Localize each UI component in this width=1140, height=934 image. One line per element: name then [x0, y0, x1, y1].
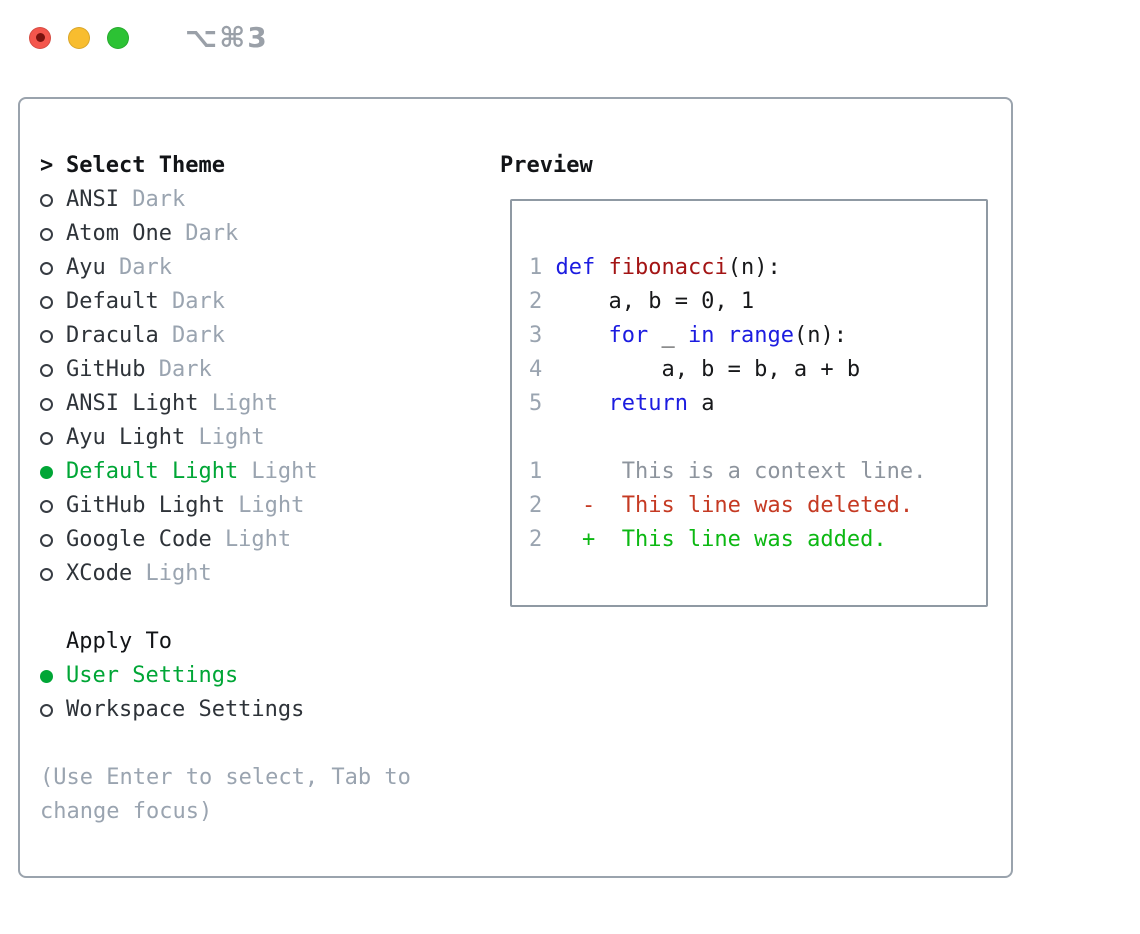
code-text: return a	[608, 391, 715, 416]
apply-option[interactable]: Workspace Settings	[40, 693, 500, 727]
theme-list-item[interactable]: Atom One Dark	[40, 217, 500, 251]
theme-list-item[interactable]: ANSI Dark	[40, 183, 500, 217]
theme-item-name: Default Light	[66, 459, 239, 484]
code-text: a, b = b, a + b	[555, 357, 861, 382]
apply-option[interactable]: User Settings	[40, 659, 500, 693]
theme-item-variant: Dark	[171, 323, 225, 348]
code-line: 5 return a	[529, 387, 970, 421]
theme-section-header: > Select Theme	[40, 149, 500, 183]
code-line: 1 This is a context line.	[529, 455, 970, 489]
theme-item-name: Atom One	[66, 221, 172, 246]
theme-item-name: Ayu	[66, 255, 106, 280]
line-number: 1	[529, 459, 543, 484]
theme-list-item[interactable]: Ayu Dark	[40, 251, 500, 285]
theme-item-name: Dracula	[66, 323, 159, 348]
line-number: 3	[529, 323, 543, 348]
line-number: 2	[529, 493, 543, 518]
help-text: (Use Enter to select, Tab to change focu…	[40, 765, 411, 824]
theme-item-name: GitHub	[66, 357, 146, 382]
theme-item-variant: Light	[198, 425, 265, 450]
theme-item-variant: Dark	[185, 221, 239, 246]
theme-list-item[interactable]: Google Code Light	[40, 523, 500, 557]
theme-list: ANSI Dark Atom One Dark Ayu Dark Default…	[40, 183, 500, 591]
radio-circle-icon	[40, 669, 53, 683]
radio-circle-icon	[40, 295, 53, 309]
code-line: 2 - This line was deleted.	[529, 489, 970, 523]
code-text: a, b = 0, 1	[555, 289, 755, 314]
theme-list-item[interactable]: XCode Light	[40, 557, 500, 591]
minimize-button[interactable]	[68, 26, 90, 49]
apply-options-list: User Settings Workspace Settings	[40, 659, 500, 727]
window-shortcut-label: ⌥⌘3	[185, 21, 269, 54]
apply-section-title: Apply To	[66, 629, 172, 654]
radio-circle-icon	[40, 499, 53, 513]
theme-list-item[interactable]: Default Light Light	[40, 455, 500, 489]
left-column: > Select Theme ANSI Dark Atom One Dark A…	[40, 149, 500, 876]
theme-item-name: ANSI Light	[66, 391, 199, 416]
line-number	[529, 421, 555, 455]
theme-item-variant: Dark	[158, 357, 212, 382]
line-number: 5	[529, 391, 543, 416]
code-line: 2 + This line was added.	[529, 523, 970, 557]
theme-item-variant: Dark	[171, 289, 225, 314]
spacer	[40, 591, 500, 625]
code-line: 1 def fibonacci(n):	[529, 251, 970, 285]
zoom-button[interactable]	[107, 26, 129, 49]
code-text: This is a context line.	[555, 459, 927, 484]
titlebar: ⌥⌘3	[0, 0, 1140, 75]
theme-item-name: XCode	[66, 561, 133, 586]
radio-circle-icon	[40, 567, 53, 581]
prompt-indicator: >	[40, 153, 54, 178]
radio-circle-icon	[40, 703, 53, 717]
preview-title: Preview	[500, 153, 593, 178]
line-number: 2	[529, 289, 543, 314]
line-number: 1	[529, 255, 543, 280]
theme-item-variant: Dark	[118, 255, 172, 280]
apply-option-label: Workspace Settings	[66, 697, 305, 722]
apply-option-label: User Settings	[66, 663, 239, 688]
close-modified-dot	[35, 33, 45, 42]
code-line	[529, 421, 970, 455]
radio-circle-icon	[40, 397, 53, 411]
theme-item-name: Default	[66, 289, 159, 314]
theme-item-variant: Dark	[132, 187, 186, 212]
code-line: 4 a, b = b, a + b	[529, 353, 970, 387]
radio-circle-icon	[40, 533, 53, 547]
line-number: 4	[529, 357, 543, 382]
radio-circle-icon	[40, 227, 53, 241]
code-text: + This line was added.	[555, 527, 887, 552]
radio-circle-icon	[40, 193, 53, 207]
code-text: for _ in range(n):	[608, 323, 847, 348]
theme-item-variant: Light	[238, 493, 305, 518]
radio-circle-icon	[40, 431, 53, 445]
code-line: 2 a, b = 0, 1	[529, 285, 970, 319]
theme-item-name: Ayu Light	[66, 425, 186, 450]
theme-item-name: Google Code	[66, 527, 212, 552]
radio-circle-icon	[40, 363, 53, 377]
theme-item-name: GitHub Light	[66, 493, 225, 518]
theme-list-item[interactable]: GitHub Light Light	[40, 489, 500, 523]
theme-list-item[interactable]: Dracula Dark	[40, 319, 500, 353]
line-number: 2	[529, 527, 543, 552]
close-button[interactable]	[29, 26, 51, 49]
theme-section-title: Select Theme	[66, 153, 225, 178]
radio-circle-icon	[40, 465, 53, 479]
theme-item-variant: Light	[145, 561, 212, 586]
theme-list-item[interactable]: Ayu Light Light	[40, 421, 500, 455]
theme-list-item[interactable]: GitHub Dark	[40, 353, 500, 387]
code-text: - This line was deleted.	[555, 493, 914, 518]
theme-item-name: ANSI	[66, 187, 119, 212]
theme-list-item[interactable]: Default Dark	[40, 285, 500, 319]
radio-circle-icon	[40, 329, 53, 343]
theme-list-item[interactable]: ANSI Light Light	[40, 387, 500, 421]
code-text: def fibonacci(n):	[555, 255, 781, 280]
theme-item-variant: Light	[224, 527, 292, 552]
code-line: 3 for _ in range(n):	[529, 319, 970, 353]
radio-circle-icon	[40, 261, 53, 275]
theme-item-variant: Light	[211, 391, 278, 416]
theme-item-variant: Light	[251, 459, 318, 484]
theme-picker-panel: > Select Theme ANSI Dark Atom One Dark A…	[18, 97, 1013, 878]
